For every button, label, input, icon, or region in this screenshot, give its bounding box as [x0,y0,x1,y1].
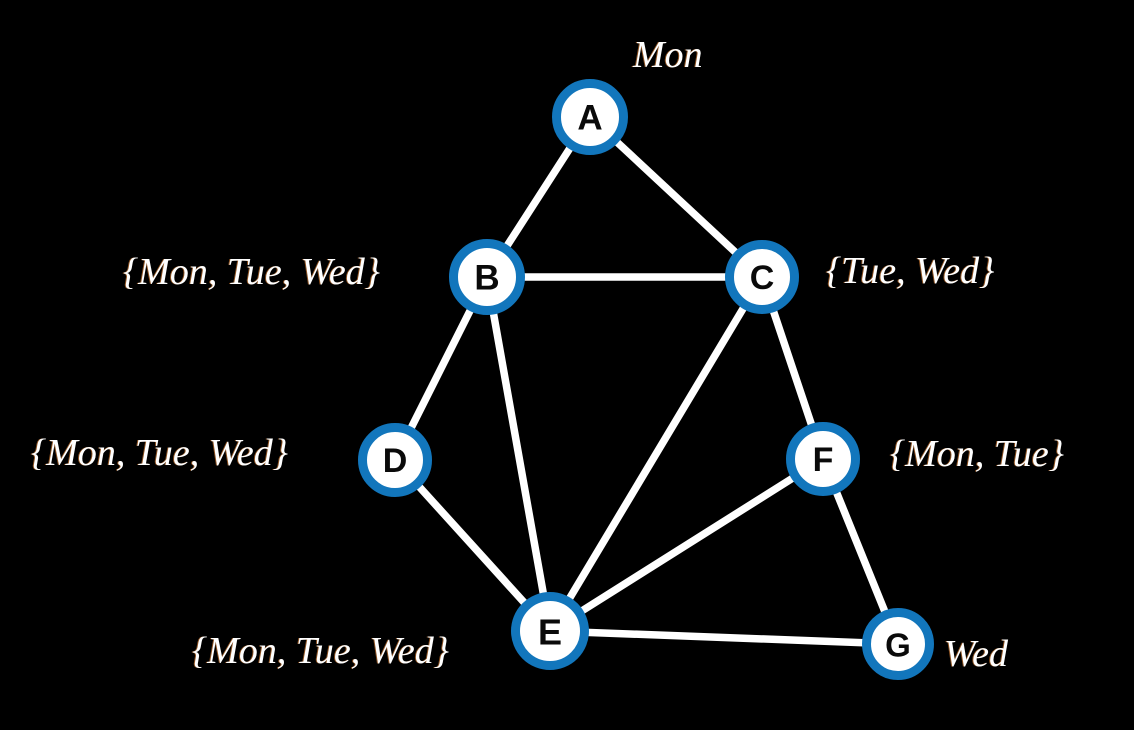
graph-node-e[interactable]: E [511,592,589,670]
node-circle-e [511,592,589,670]
node-label-e: E [538,612,562,653]
graph-edge-e-f [546,455,827,635]
node-circle-a [552,79,628,155]
node-label-c: C [750,259,775,297]
domain-label-b: {Mon, Tue, Wed} [123,251,380,293]
node-label-a: A [577,99,602,138]
node-label-d: D [383,442,408,480]
graph-node-f[interactable]: F [786,422,860,496]
domain-label-d: {Mon, Tue, Wed} [31,432,288,474]
graph-edge-e-g [546,627,902,648]
domain-label-a: Mon [633,34,703,76]
node-circle-f [786,422,860,496]
domain-label-f: {Mon, Tue} [890,433,1064,475]
edges-group [391,113,902,648]
graph-node-b[interactable]: B [449,239,525,315]
node-label-g: G [885,627,911,664]
graph-edge-a-c [586,113,766,281]
node-circle-g [862,608,934,680]
graph-edge-c-e [546,273,766,635]
graph-edge-b-e [483,273,554,635]
node-circle-c [725,240,799,314]
node-label-b: B [474,259,499,298]
graph-node-d[interactable]: D [358,423,432,497]
node-circle-b [449,239,525,315]
graph-node-g[interactable]: G [862,608,934,680]
domain-label-g: Wed [944,633,1009,675]
domain-label-e: {Mon, Tue, Wed} [192,630,449,672]
domain-label-c: {Tue, Wed} [826,250,995,292]
node-label-f: F [813,441,834,479]
nodes-group: A B C D F E G [358,79,934,680]
graph-node-c[interactable]: C [725,240,799,314]
graph-node-a[interactable]: A [552,79,628,155]
node-circle-d [358,423,432,497]
